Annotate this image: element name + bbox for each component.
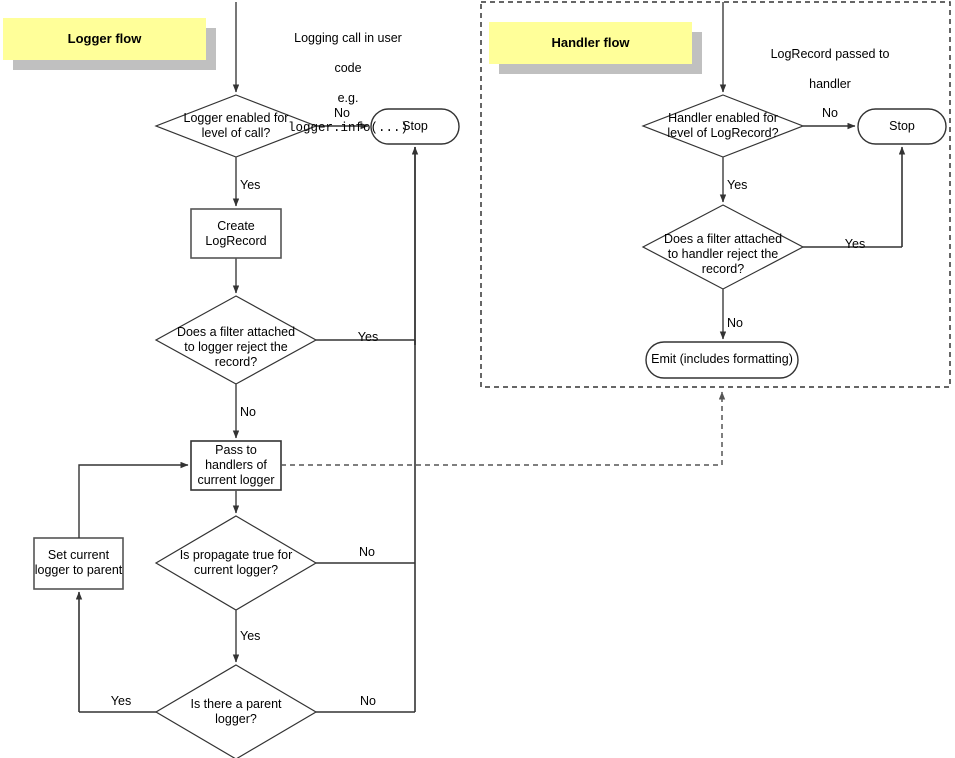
edge-label-logger-filter-yes: Yes	[357, 330, 379, 344]
shape-create-logrecord	[190, 208, 282, 259]
handler-entry-caption-line2: handler	[809, 77, 851, 91]
shape-pass-to-handlers	[190, 440, 282, 491]
node-label-create-logrecord: Create LogRecord	[205, 219, 267, 248]
edge-label-handler-filter-yes: Yes	[844, 237, 866, 251]
node-label-emit: Emit (includes formatting)	[651, 352, 793, 366]
handler-entry-caption-line1: LogRecord passed to	[770, 47, 890, 61]
edge-label-handler-enabled-yes: Yes	[727, 178, 748, 192]
edge-label-is-propagate-no: No	[359, 545, 375, 559]
edge-label-handler-enabled-no: No	[822, 106, 838, 120]
edge-label-handler-filter-no: No	[727, 316, 743, 330]
shape-handler-filter	[641, 204, 805, 290]
edge-label-is-propagate-yes: Yes	[240, 629, 261, 643]
logger-entry-caption: Logging call in user code e.g. logger.in…	[243, 16, 453, 151]
logger-entry-caption-line2: code	[334, 61, 362, 75]
node-label-is-propagate: Is propagate true for current logger?	[179, 548, 293, 577]
node-label-logger-filter: Does a filter attached to logger reject …	[176, 325, 296, 369]
edge-label-logger-filter-no: No	[240, 405, 256, 419]
shape-has-parent	[154, 664, 318, 758]
node-label-set-parent: Set current logger to parent	[34, 548, 123, 577]
logger-entry-caption-line3: e.g.	[337, 91, 359, 105]
edge-set-parent-to-pass	[78, 461, 189, 538]
edge-label-has-parent-yes: Yes	[110, 694, 132, 708]
shape-set-parent	[33, 537, 124, 590]
edge-label-has-parent-no: No	[360, 694, 376, 708]
node-label-pass-to-handlers: Pass to handlers of current logger	[197, 443, 275, 487]
handler-entry-caption: LogRecord passed to handler	[730, 32, 930, 107]
handler-flow-title: Handler flow	[489, 22, 692, 64]
edge-label-logger-enabled-no: No	[334, 106, 350, 120]
shape-is-propagate	[154, 515, 318, 611]
logger-flow-title: Logger flow	[3, 18, 206, 60]
shape-logger-filter	[154, 295, 318, 385]
node-label-has-parent: Is there a parent logger?	[190, 697, 282, 726]
node-label-handler-enabled: Handler enabled for level of LogRecord?	[667, 111, 779, 140]
node-label-handler-filter: Does a filter attached to handler reject…	[663, 232, 783, 276]
logger-entry-caption-code: logger.info(...)	[287, 121, 409, 135]
edge-label-logger-enabled-yes: Yes	[240, 178, 261, 192]
shape-emit	[645, 341, 799, 379]
node-label-stop-handler: Stop	[889, 119, 915, 133]
logger-entry-caption-line1: Logging call in user	[294, 31, 402, 45]
shape-stop-handler	[857, 108, 947, 145]
